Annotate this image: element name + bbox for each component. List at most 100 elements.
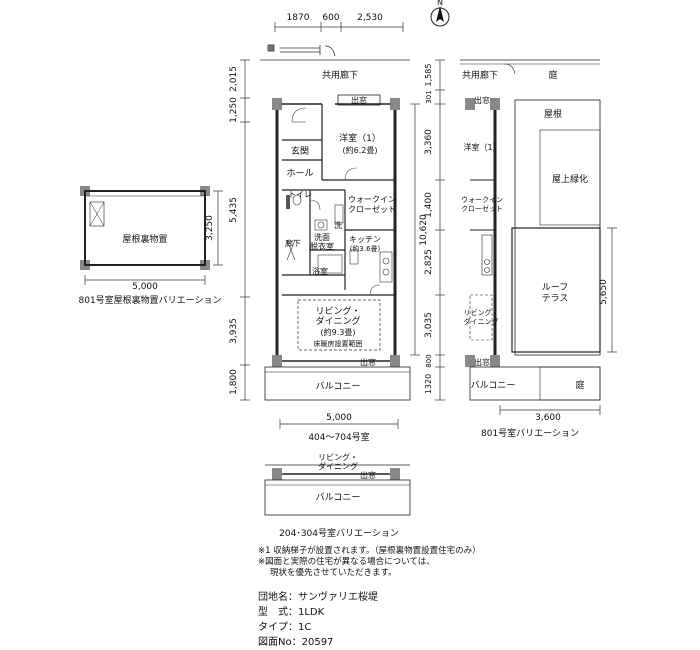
attic-dim-w: 5,000 xyxy=(132,282,158,292)
v801-balcony: バルコニー xyxy=(471,380,516,391)
entry-approach xyxy=(260,44,410,61)
v801-garden-2: 庭 xyxy=(575,379,584,391)
entrance-label: 玄関 xyxy=(291,145,309,157)
info-type-value: 1LDK xyxy=(298,607,325,618)
washroom-label: 洗面 xyxy=(314,232,330,242)
top-dimensions xyxy=(274,22,404,32)
v801-rooftop-green: 屋上緑化 xyxy=(552,173,588,185)
info-num-row: 図面No：20597 xyxy=(258,635,378,650)
v801-caption: 801号室バリエーション xyxy=(481,427,579,439)
v204-plan xyxy=(264,464,411,516)
dim-right-3: 3,360 xyxy=(424,129,434,155)
v801-dim-h: 5,650 xyxy=(599,279,609,305)
info-kind-label: タイプ： xyxy=(258,622,298,633)
info-type-row: 型 式：1LDK xyxy=(258,605,378,620)
v204-balcony: バルコニー xyxy=(316,492,361,503)
attic-label: 屋根裏物置 xyxy=(122,233,167,245)
balcony-label: バルコニー xyxy=(316,381,361,392)
dim-left-1: 2,015 xyxy=(229,66,239,92)
toilet-label: トイレ xyxy=(288,190,312,199)
dim-right-total: 10,620 xyxy=(419,214,429,246)
dim-right-7: 800 xyxy=(425,354,433,367)
dim-left-2: 1,250 xyxy=(229,97,239,123)
v801-storage-bottom: 出窓 xyxy=(474,357,490,367)
top-storage-label: 出窓 xyxy=(351,95,367,105)
bottom-dimension xyxy=(279,419,399,429)
dim-top-3: 2,530 xyxy=(357,13,383,23)
wash-label: 洗 xyxy=(334,220,342,230)
fixtures xyxy=(286,194,393,283)
right-dimensions xyxy=(410,59,445,401)
v801-western: 洋室（1） xyxy=(463,142,500,152)
info-name-row: 団地名：サンヴァリエ桜堤 xyxy=(258,590,378,605)
v801-roof-terrace: ルーフ xyxy=(542,283,568,293)
v801-wic-2: クローゼット xyxy=(461,204,503,213)
compass-label: N xyxy=(437,0,443,7)
interior-partitions xyxy=(282,104,395,296)
info-block: 団地名：サンヴァリエ桜堤 型 式：1LDK タイプ：1C 図面No：20597 xyxy=(258,590,378,650)
bath-label: 浴室 xyxy=(312,266,328,276)
hall-label: ホール xyxy=(286,168,313,179)
main-unit-caption: 404〜704号室 xyxy=(308,431,369,443)
v801-storage-top: 出窓 xyxy=(474,95,490,105)
wic-label-2: クローゼット xyxy=(348,204,396,214)
living-label-2: ダイニング xyxy=(315,315,360,327)
living-label: リビング・ xyxy=(315,305,360,317)
v801-garden: 庭 xyxy=(548,69,557,81)
v801-corridor: 共用廊下 xyxy=(462,69,498,81)
dim-top-2: 600 xyxy=(322,13,339,23)
v801-living-2: ダイニング xyxy=(464,317,499,326)
western-room-size: (約6.2畳) xyxy=(343,145,378,155)
dim-right-5: 2,825 xyxy=(424,249,434,275)
note-3: 現状を優先させていただきます。 xyxy=(270,568,397,578)
dim-left-5: 1,800 xyxy=(229,369,239,395)
dim-right-1: 1,585 xyxy=(424,64,433,87)
info-kind-row: タイプ：1C xyxy=(258,620,378,635)
info-name-label: 団地名： xyxy=(258,592,298,603)
dim-right-8: 1320 xyxy=(424,374,433,394)
v204-living: リビング・ xyxy=(318,452,358,462)
v801-plan xyxy=(460,59,601,401)
floor-heat-range xyxy=(297,299,381,351)
attic-caption: 801号室屋根裏物置バリエーション xyxy=(79,294,222,306)
kitchen-label: キッチン xyxy=(349,235,381,244)
info-type-label: 型 式： xyxy=(258,607,298,618)
attic-dims xyxy=(84,190,223,285)
v801-roof: 屋根 xyxy=(544,108,562,120)
notes-block: ※1 収納梯子が設置されます。（屋根裏物置設置住宅のみ） ※図面と実際の住宅が異… xyxy=(258,546,481,579)
note-1: ※1 収納梯子が設置されます。（屋根裏物置設置住宅のみ） xyxy=(258,546,481,556)
dim-bottom-main: 5,000 xyxy=(326,413,352,423)
dim-right-2: 301 xyxy=(425,90,433,103)
v801-wic: ウォークイン xyxy=(461,196,503,204)
dim-top-1: 1870 xyxy=(287,13,310,23)
main-plan-walls xyxy=(264,94,411,401)
living-size: (約9.3畳) xyxy=(321,327,356,337)
attic-dim-h: 3,250 xyxy=(205,215,215,241)
attic-plan xyxy=(80,186,210,270)
v204-storage: 出窓 xyxy=(360,470,376,480)
info-name-value: サンヴァリエ桜堤 xyxy=(298,592,378,603)
door-swings xyxy=(291,107,381,296)
note-2: ※図面と実際の住宅が異なる場合については、 xyxy=(258,557,435,567)
dim-right-4: 1,400 xyxy=(424,192,434,218)
v801-living: リビング・ xyxy=(464,308,499,317)
info-num-value: 20597 xyxy=(301,637,334,648)
v204-caption: 204･304号室バリエーション xyxy=(279,527,399,539)
kitchen-size: (約3.6畳) xyxy=(350,244,381,253)
v801-dims xyxy=(499,227,617,415)
info-num-label: 図面No： xyxy=(258,637,302,648)
dim-left-3: 5,435 xyxy=(229,197,239,223)
info-kind-value: 1C xyxy=(298,622,312,633)
washroom-label-2: 脱衣室 xyxy=(310,241,334,251)
western-room-label: 洋室（1） xyxy=(339,132,381,144)
v801-dim-w: 3,600 xyxy=(535,413,561,423)
hallway-label: 廊下 xyxy=(285,238,301,248)
north-compass-icon xyxy=(430,6,450,27)
dim-left-4: 3,935 xyxy=(229,318,239,344)
corridor-label: 共用廊下 xyxy=(322,69,358,81)
v204-living-2: ダイニング xyxy=(318,461,358,471)
dim-right-6: 3,035 xyxy=(424,312,434,338)
left-dimensions xyxy=(240,59,250,401)
floor-heat-label: 床暖房設置範囲 xyxy=(314,339,363,348)
